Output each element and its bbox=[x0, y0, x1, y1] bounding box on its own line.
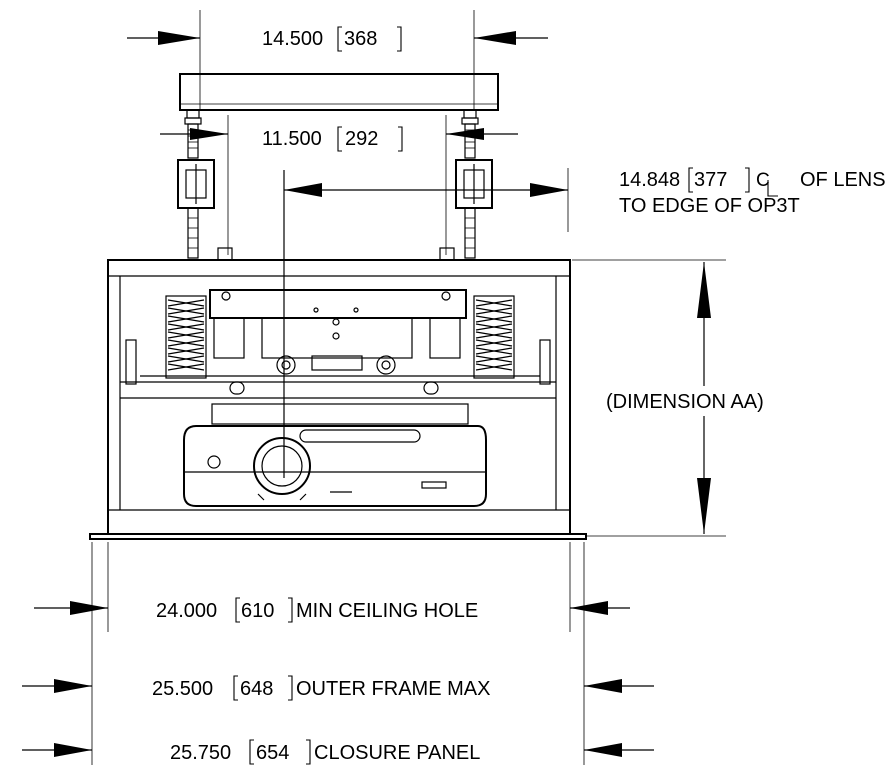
top-width-value: 14.500 bbox=[262, 28, 323, 50]
lens-offset-note-line1: OF LENS bbox=[800, 169, 886, 191]
lens-offset-metric: 377 bbox=[694, 169, 727, 191]
dimension-closure-panel: 25.750 654 CLOSURE PANEL bbox=[22, 739, 654, 765]
right-spring-stack bbox=[473, 295, 551, 385]
dimension-ceiling-hole: 24.000 610 MIN CEILING HOLE bbox=[34, 597, 630, 623]
lens-offset-value: 14.848 bbox=[619, 169, 680, 191]
dimension-lens-offset: 14.848 377 C OF LENS TO EDGE OF OP3T bbox=[284, 167, 886, 232]
ceiling-hole-metric: 610 bbox=[241, 600, 274, 622]
right-threaded-rod-assembly bbox=[439, 109, 493, 261]
centerline-symbol: C bbox=[756, 170, 778, 197]
closure-panel-metric: 654 bbox=[256, 742, 289, 764]
closure-panel-value: 25.750 bbox=[170, 742, 231, 764]
lift-mechanism bbox=[140, 289, 540, 395]
lens-offset-note-line2: TO EDGE OF OP3T bbox=[619, 195, 800, 217]
top-width-metric: 368 bbox=[344, 28, 377, 50]
closure-panel-label: CLOSURE PANEL bbox=[314, 742, 480, 764]
bottom-extension-lines bbox=[91, 542, 585, 765]
left-spring-stack bbox=[125, 295, 207, 385]
outer-frame-metric: 648 bbox=[240, 678, 273, 700]
dimension-aa-label: (DIMENSION AA) bbox=[606, 391, 764, 413]
top-mounting-bar bbox=[179, 73, 499, 111]
ceiling-hole-value: 24.000 bbox=[156, 600, 217, 622]
dimension-outer-frame: 25.500 648 OUTER FRAME MAX bbox=[22, 675, 654, 701]
dimension-height: (DIMENSION AA) bbox=[572, 259, 800, 537]
dimension-top-width: 14.500 368 bbox=[127, 10, 548, 110]
inner-width-value: 11.500 bbox=[262, 128, 322, 150]
outer-frame-label: OUTER FRAME MAX bbox=[296, 678, 490, 700]
projector bbox=[183, 403, 487, 507]
svg-text:C: C bbox=[756, 170, 770, 191]
left-threaded-rod-assembly bbox=[177, 109, 233, 261]
ceiling-hole-label: MIN CEILING HOLE bbox=[296, 600, 478, 622]
outer-frame-value: 25.500 bbox=[152, 678, 213, 700]
housing-frame bbox=[89, 259, 587, 540]
inner-width-metric: 292 bbox=[345, 128, 378, 150]
